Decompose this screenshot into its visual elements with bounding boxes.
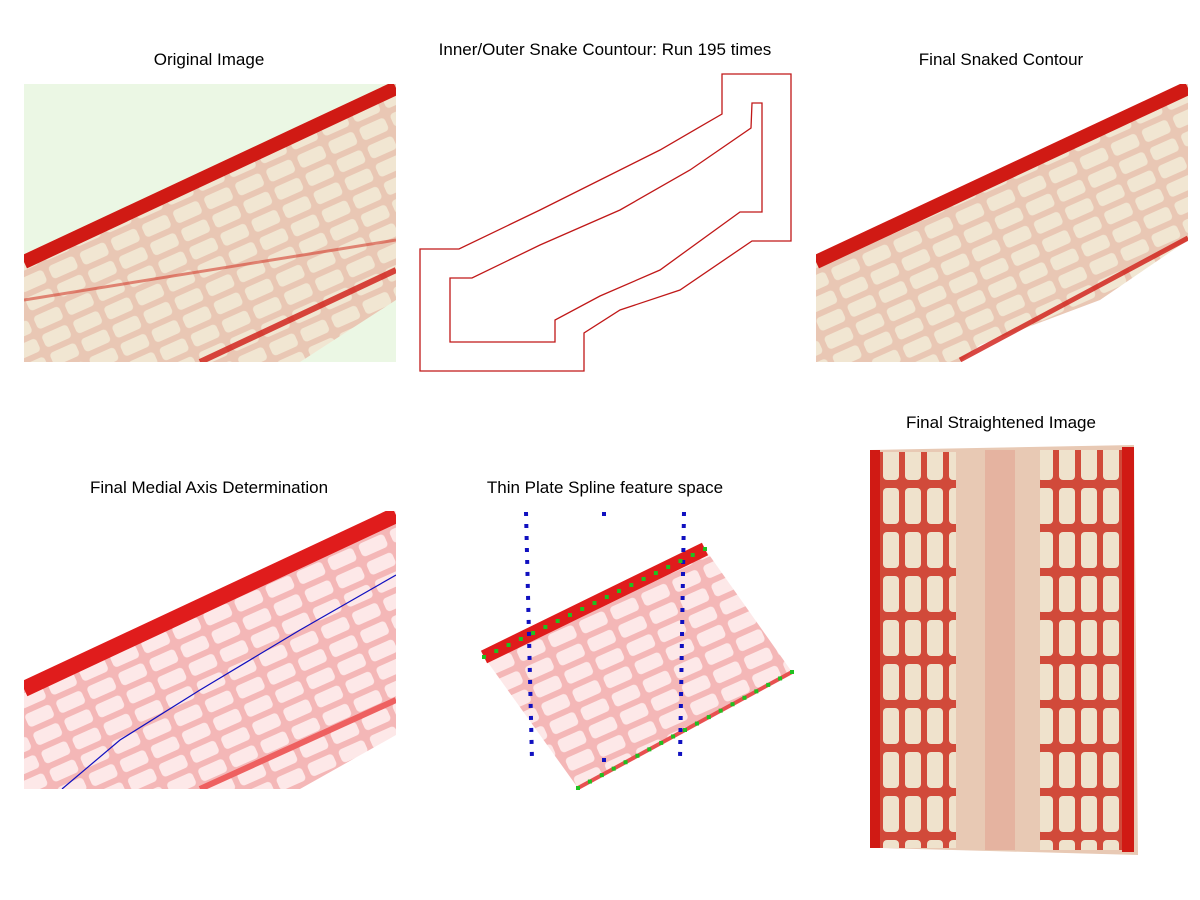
snake-contours — [419, 73, 792, 372]
control-point — [778, 676, 783, 681]
control-point — [641, 577, 646, 581]
control-point — [623, 760, 628, 765]
tps-control-points — [482, 547, 794, 790]
control-point — [730, 702, 735, 707]
control-point — [754, 689, 759, 694]
straightened-image — [870, 445, 1138, 855]
control-point — [576, 786, 580, 790]
control-point — [531, 631, 536, 635]
control-point — [494, 649, 499, 653]
control-point — [599, 773, 604, 778]
control-point — [617, 589, 622, 593]
tps-grid-lines — [524, 511, 686, 764]
panel-title-medial-axis: Final Medial Axis Determination — [89, 478, 329, 497]
control-point — [766, 682, 771, 687]
control-point — [666, 565, 671, 569]
control-point — [653, 571, 658, 575]
control-point — [482, 655, 486, 659]
control-point — [790, 670, 794, 674]
control-point — [703, 547, 707, 551]
original-image — [24, 84, 396, 362]
control-point — [718, 708, 723, 713]
final-snaked-image — [816, 84, 1188, 362]
outer-contour — [419, 73, 792, 372]
control-point — [694, 721, 699, 726]
control-point — [671, 734, 676, 739]
panel-title-snake-contour: Inner/Outer Snake Countour: Run 195 time… — [438, 40, 772, 59]
control-point — [690, 553, 695, 557]
control-point — [706, 715, 711, 720]
control-point — [587, 779, 592, 784]
medial-axis-image — [24, 511, 396, 789]
panel-title-straightened: Final Straightened Image — [906, 413, 1096, 432]
control-point — [683, 728, 687, 732]
control-point — [567, 613, 572, 617]
panel-title-final-snaked: Final Snaked Contour — [918, 50, 1084, 69]
control-point — [592, 601, 597, 605]
panel-title-tps: Thin Plate Spline feature space — [486, 478, 724, 497]
control-point — [635, 753, 640, 758]
tps-feature-space — [480, 511, 794, 790]
control-point — [555, 619, 560, 623]
control-point — [678, 559, 683, 563]
control-point — [604, 595, 609, 599]
control-point — [543, 625, 548, 629]
control-point — [580, 607, 585, 611]
medial-axis-line — [61, 574, 396, 789]
control-point — [659, 740, 664, 745]
control-point — [506, 643, 511, 647]
control-point — [742, 695, 747, 700]
panel-title-original: Original Image — [153, 50, 265, 69]
control-point — [629, 583, 634, 587]
control-point — [647, 747, 652, 752]
inner-contour — [449, 102, 763, 343]
control-point — [518, 637, 523, 641]
control-point — [611, 766, 616, 771]
